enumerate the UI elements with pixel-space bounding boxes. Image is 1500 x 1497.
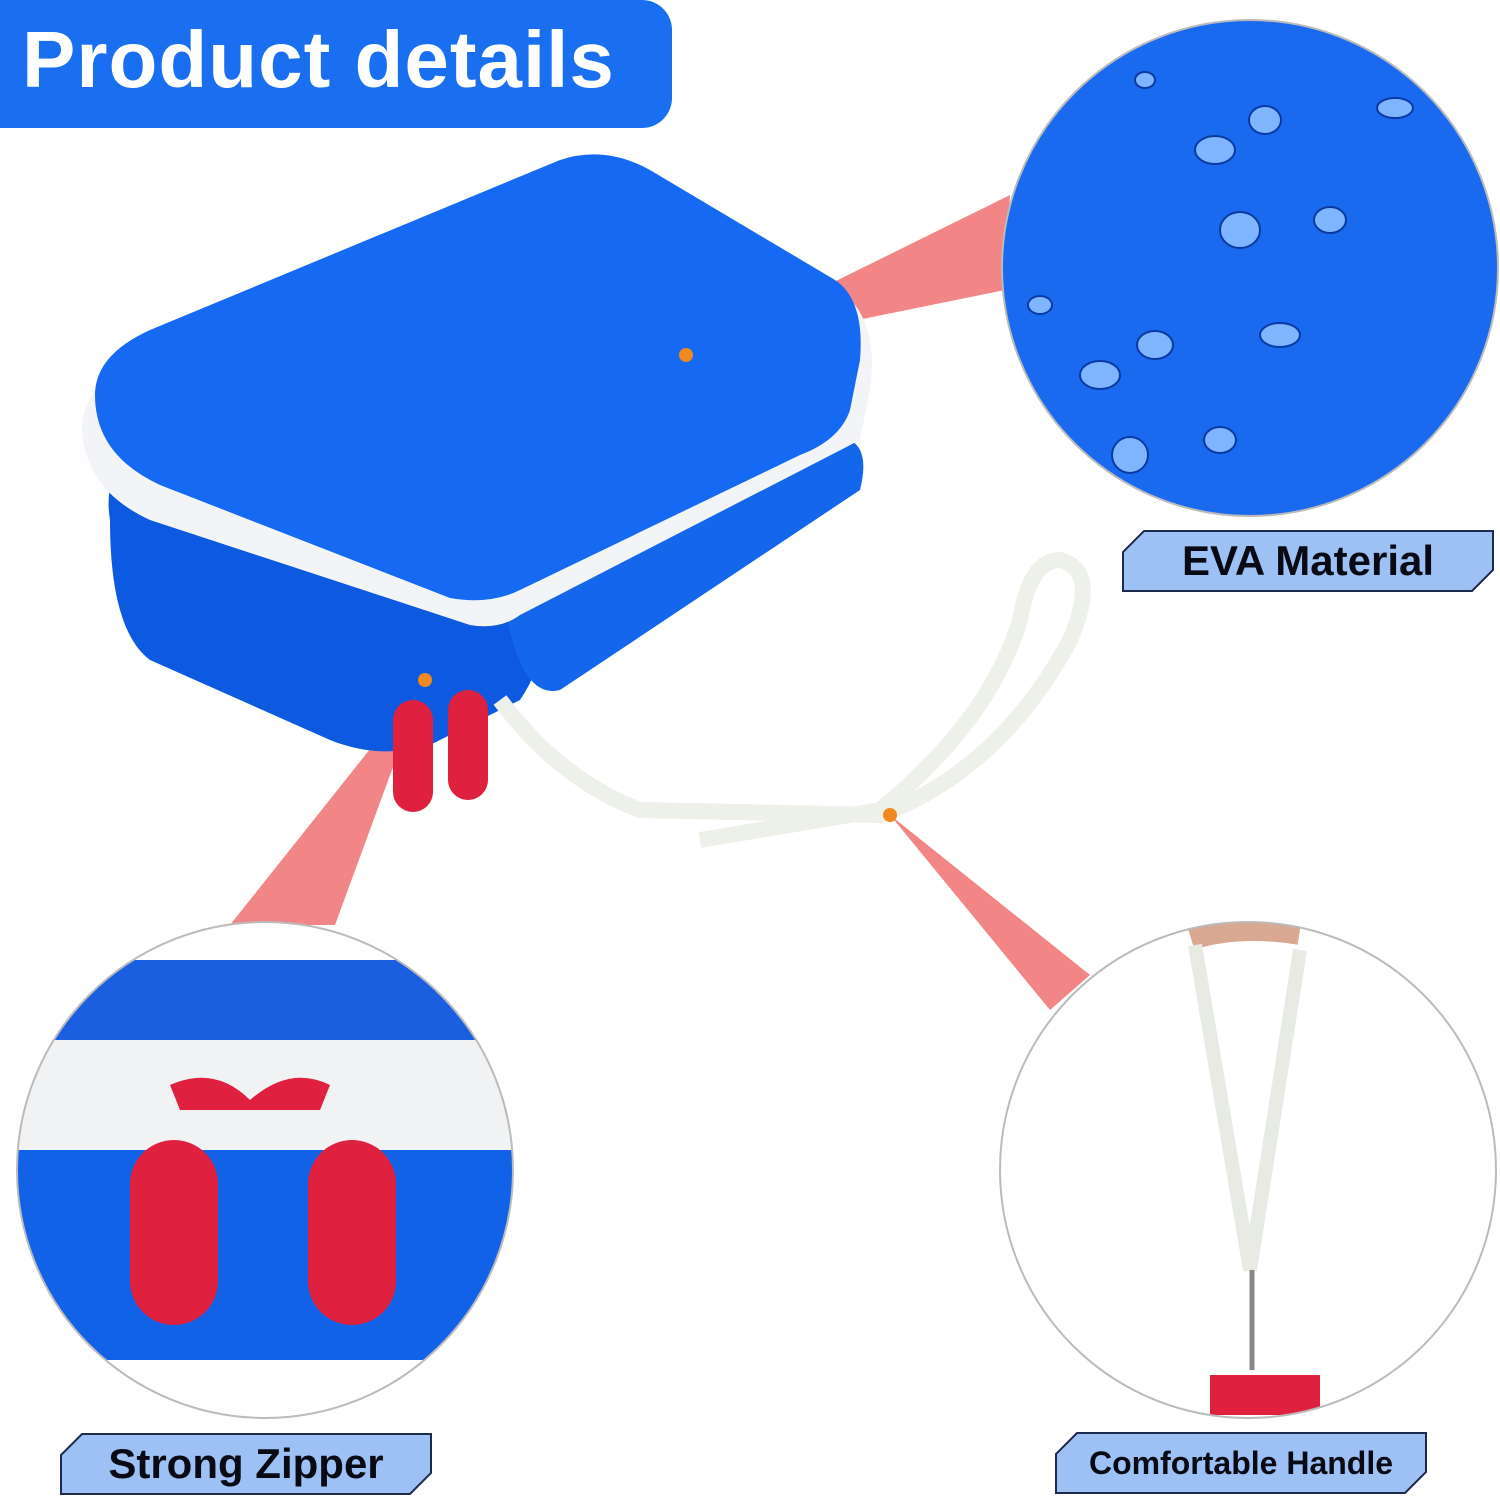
callout-label-eva-material: EVA Material xyxy=(1122,530,1494,592)
pointer-beam-handle xyxy=(890,815,1090,1010)
pointer-dot-eva xyxy=(679,348,693,362)
title-banner xyxy=(0,0,672,128)
callout-label-comfortable-handle: Comfortable Handle xyxy=(1055,1432,1427,1494)
eva-material-closeup xyxy=(1002,20,1498,516)
pointer-dot-handle xyxy=(883,808,897,822)
wrist-strap xyxy=(493,551,1091,848)
callout-label-strong-zipper: Strong Zipper xyxy=(60,1433,432,1495)
zipper-pulls xyxy=(393,690,488,812)
case-body xyxy=(81,154,872,752)
page-title: Product details xyxy=(22,15,615,104)
comfortable-handle-closeup xyxy=(1000,922,1496,1418)
pointer-dot-zipper xyxy=(418,673,432,687)
strong-zipper-closeup xyxy=(17,922,513,1418)
callout-text: Strong Zipper xyxy=(108,1440,384,1487)
callout-text: EVA Material xyxy=(1181,537,1435,584)
callout-text: Comfortable Handle xyxy=(1088,1444,1394,1481)
